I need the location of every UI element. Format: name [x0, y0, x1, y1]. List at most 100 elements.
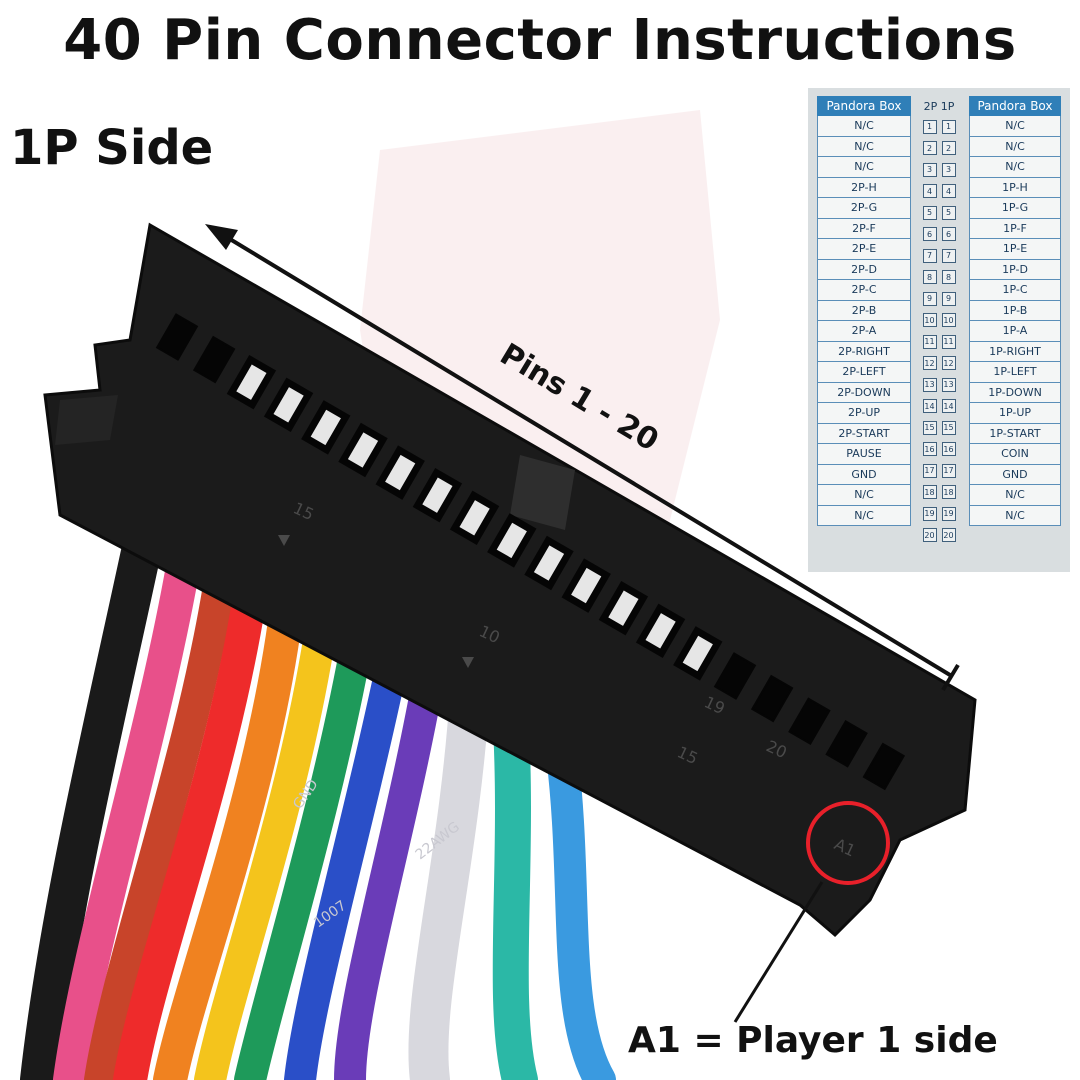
table-cell-2p: N/C [817, 136, 911, 157]
pin-number: 4 [941, 184, 956, 199]
pins-range-arrow [205, 224, 960, 692]
marker-triangle-10 [462, 657, 474, 668]
a1-pointer-line [733, 881, 824, 1023]
table-cell-2p: 2P-A [817, 321, 911, 342]
pin-number: 19 [922, 506, 937, 521]
pin-number: 6 [941, 227, 956, 242]
pin-number: 14 [922, 399, 937, 414]
table-cell-2p: N/C [817, 116, 911, 137]
table-cell-1p: N/C [969, 485, 1061, 506]
pin-slot [226, 354, 277, 410]
table-cell-1p: 1P-G [969, 198, 1061, 219]
table-cell-2p: 2P-G [817, 198, 911, 219]
pin-slot [301, 400, 351, 455]
table-cell-2p: 2P-D [817, 259, 911, 280]
table-cell-1p: 1P-H [969, 177, 1061, 198]
wire [153, 563, 307, 1080]
pin-number: 11 [922, 334, 937, 349]
table-left-header: Pandora Box [817, 96, 911, 116]
table-cell-2p: 2P-H [817, 177, 911, 198]
table-cell-1p: N/C [969, 505, 1061, 526]
pin-slot [561, 558, 611, 613]
pin-slot [155, 313, 199, 361]
table-cell-2p: N/C [817, 485, 911, 506]
table-cell-1p: 1P-DOWN [969, 382, 1061, 403]
pin-number: 13 [941, 377, 956, 392]
pin-number: 9 [941, 291, 956, 306]
wire [334, 654, 446, 1080]
wire [53, 508, 207, 1080]
pin-number: 1 [922, 119, 937, 134]
pin-slot [263, 377, 314, 433]
wire [284, 634, 411, 1080]
pin-number: 11 [941, 334, 956, 349]
table-cell-1p: COIN [969, 444, 1061, 465]
table-cell-1p: GND [969, 464, 1061, 485]
a1-highlight-circle [806, 801, 890, 885]
table-pin-row: 11 11 [913, 331, 965, 353]
pin-slot [788, 697, 831, 746]
pin-number: 2 [922, 141, 937, 156]
pin-number: 7 [922, 248, 937, 263]
table-cell-2p: 2P-LEFT [817, 362, 911, 383]
pin-number: 2 [941, 141, 956, 156]
table-cell-1p: N/C [969, 136, 1061, 157]
pin-number: 20 [941, 528, 956, 543]
pin-slot [598, 580, 649, 636]
table-cell-1p: N/C [969, 157, 1061, 178]
table-cell-1p: 1P-C [969, 280, 1061, 301]
table-cell-2p: N/C [817, 157, 911, 178]
table-cell-1p: 1P-LEFT [969, 362, 1061, 383]
pin-number: 6 [922, 227, 937, 242]
latch-bump [510, 455, 575, 530]
pin-number: 3 [941, 162, 956, 177]
wire [408, 670, 490, 1080]
pin-number: 5 [941, 205, 956, 220]
wire [113, 543, 272, 1080]
pin-slot [862, 742, 906, 791]
table-cell-1p: N/C [969, 116, 1061, 137]
table-cell-2p: 2P-E [817, 239, 911, 260]
table-cell-2p: 2P-DOWN [817, 382, 911, 403]
pin-number: 8 [941, 270, 956, 285]
table-cell-2p: GND [817, 464, 911, 485]
marker-triangle-15 [278, 535, 290, 546]
table-pin-header: 2P 1P [923, 99, 955, 113]
pin-slot [449, 490, 500, 546]
pin-number: 4 [922, 184, 937, 199]
page-title: 40 Pin Connector Instructions [63, 8, 1017, 73]
table-cell-1p: 1P-F [969, 218, 1061, 239]
pin-slot [750, 674, 794, 723]
pin-number: 1 [941, 119, 956, 134]
pin-number: 5 [922, 205, 937, 220]
wire [194, 584, 341, 1080]
table-cell-2p: 2P-RIGHT [817, 341, 911, 362]
side-label: 1P Side [10, 120, 214, 176]
pin-slot [338, 422, 388, 478]
pin-slot [487, 513, 537, 568]
pin-slot [713, 652, 757, 700]
table-cell-1p: 1P-RIGHT [969, 341, 1061, 362]
table-cell-1p: 1P-D [969, 259, 1061, 280]
pin-number: 16 [941, 442, 956, 457]
pin-slot [825, 719, 868, 768]
wire [234, 609, 376, 1080]
table-cell-2p: 2P-B [817, 300, 911, 321]
pin-slots [155, 313, 906, 791]
table-cell-2p: N/C [817, 505, 911, 526]
table-cell-2p: 2P-F [817, 218, 911, 239]
